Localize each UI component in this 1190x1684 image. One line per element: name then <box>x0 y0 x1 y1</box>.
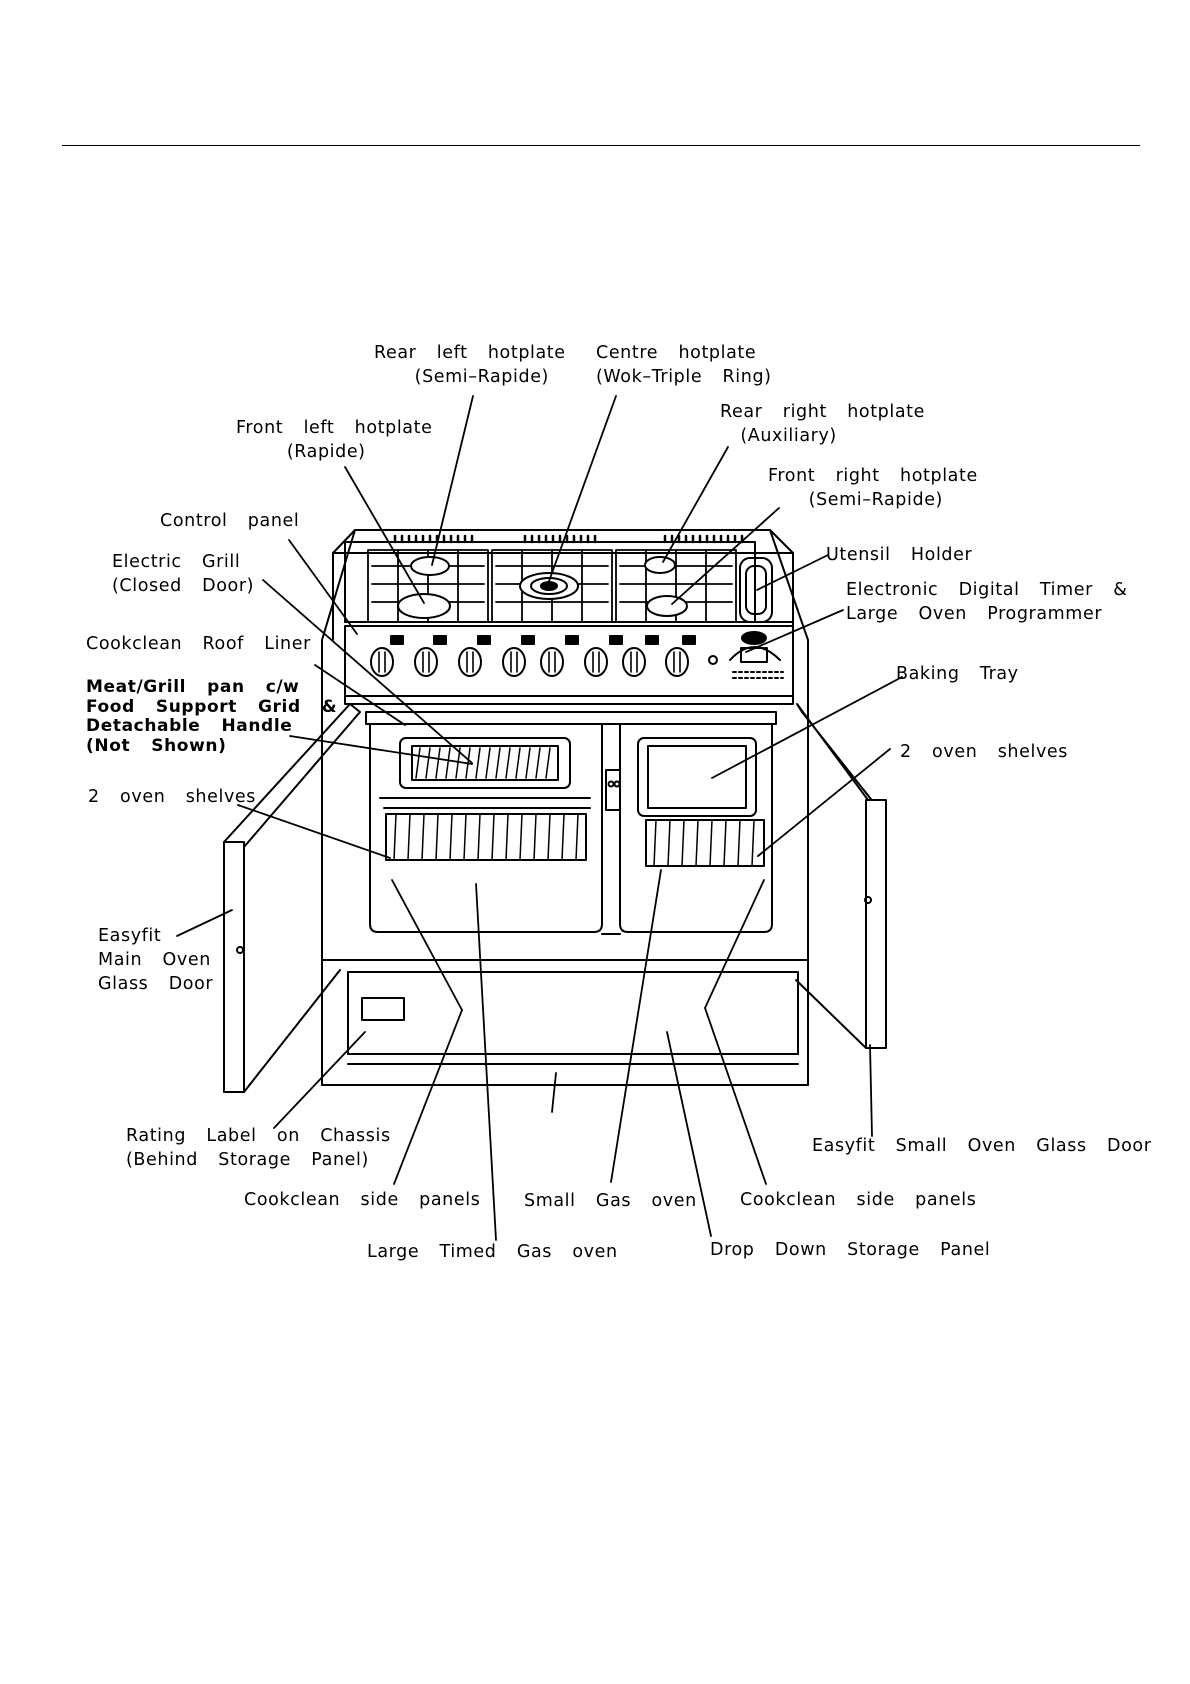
control-panel <box>344 625 794 705</box>
label-timer-programmer: Electronic Digital Timer & Large Oven Pr… <box>846 580 1128 624</box>
oven-cavities <box>365 711 777 935</box>
label-front-left-hotplate: Front left hotplate (Rapide) <box>236 418 433 462</box>
label-large-gas-oven: Large Timed Gas oven <box>367 1242 618 1262</box>
label-electric-grill: Electric Grill (Closed Door) <box>112 552 255 596</box>
label-centre-hotplate: Centre hotplate (Wok–Triple Ring) <box>596 343 772 387</box>
label-oven-shelves-left: 2 oven shelves <box>88 787 256 807</box>
label-cookclean-roof-liner: Cookclean Roof Liner <box>86 634 311 654</box>
label-small-gas-oven: Small Gas oven <box>524 1191 697 1211</box>
header-rule <box>62 145 1140 146</box>
leader-lines <box>176 395 903 1241</box>
main-oven-door <box>223 703 361 1093</box>
rating-label-plate <box>361 997 405 1021</box>
label-cookclean-side-right: Cookclean side panels <box>740 1190 977 1210</box>
rear-right-burner <box>644 556 676 574</box>
burners <box>397 556 688 619</box>
utensil-holder <box>739 557 773 623</box>
hob-vents <box>393 534 744 544</box>
label-main-oven-door: Easyfit Main Oven Glass Door <box>98 926 214 994</box>
storage-section <box>321 959 809 1086</box>
label-oven-shelves-right: 2 oven shelves <box>900 742 1068 762</box>
label-meat-grill-pan: Meat/Grill pan c/w Food Support Grid & D… <box>86 677 338 756</box>
label-rear-left-hotplate: Rear left hotplate (Semi–Rapide) <box>374 343 566 387</box>
label-small-oven-door: Easyfit Small Oven Glass Door <box>812 1136 1152 1156</box>
label-control-panel: Control panel <box>160 511 300 531</box>
label-cookclean-side-left: Cookclean side panels <box>244 1190 481 1210</box>
label-rear-right-hotplate: Rear right hotplate (Auxiliary) <box>720 402 926 446</box>
label-front-right-hotplate: Front right hotplate (Semi–Rapide) <box>768 466 978 510</box>
front-left-burner <box>397 593 451 619</box>
label-baking-tray: Baking Tray <box>896 664 1019 684</box>
label-drop-down-storage: Drop Down Storage Panel <box>710 1240 991 1260</box>
label-utensil-holder: Utensil Holder <box>826 545 973 565</box>
front-right-burner <box>646 595 688 617</box>
small-oven-door <box>795 703 887 1049</box>
rear-left-burner <box>410 556 450 576</box>
label-rating-label: Rating Label on Chassis (Behind Storage … <box>126 1126 391 1170</box>
